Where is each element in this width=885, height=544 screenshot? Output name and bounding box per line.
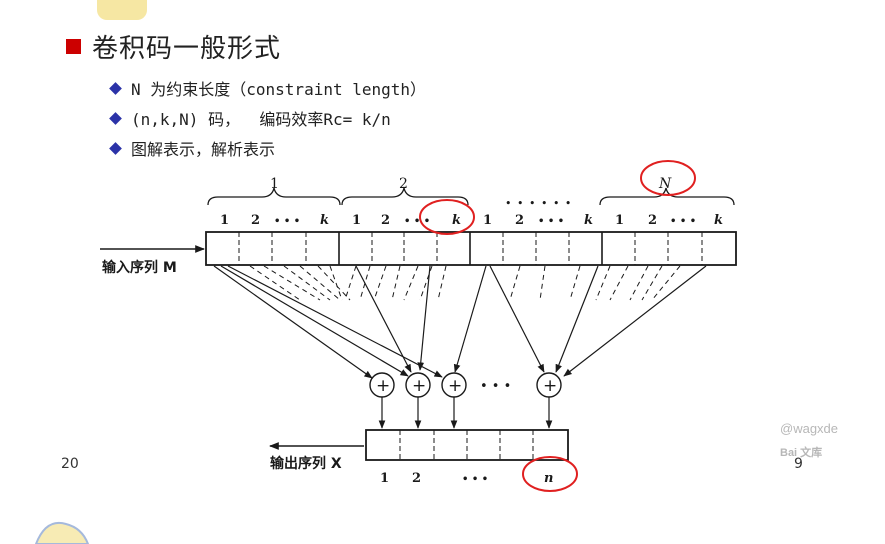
convolutional-encoder-diagram: 1 2 • • • • • • N 1 2 • • • k 1 2 • • • … — [100, 160, 737, 492]
footer-left-text: 20 — [61, 456, 79, 472]
brace-group-1 — [207, 187, 341, 206]
output-index-label: 2 — [412, 471, 421, 486]
highlight-circle-k — [419, 199, 475, 235]
cell-label: • • • — [670, 216, 696, 227]
bullet-text: N 为约束长度（constraint length） — [131, 80, 427, 99]
title-bullet-square — [66, 38, 81, 54]
cell-dividers — [238, 232, 703, 265]
cell-label: • • • — [404, 216, 430, 227]
group-label-n: N — [658, 176, 672, 192]
dashed-connections — [249, 265, 681, 301]
page-number: 9 — [794, 456, 803, 472]
output-cell-dividers — [399, 430, 534, 460]
bullet-list: N 为约束长度（constraint length） (n,k,N) 码， 编码… — [107, 73, 426, 163]
cell-label: 2 — [515, 213, 524, 228]
shift-register-frame — [205, 231, 737, 266]
output-register — [365, 429, 569, 461]
watermark-username: @wagxde — [780, 421, 839, 436]
cell-label: k — [320, 213, 329, 228]
adder: + — [369, 372, 395, 398]
cell-label: • • • — [538, 216, 564, 227]
group-label-ellipsis: • • • • • • — [505, 197, 572, 210]
output-label: 输出序列 X — [270, 455, 342, 472]
cell-label: 2 — [381, 213, 390, 228]
decorative-corner-shape — [97, 0, 147, 20]
group-label-2: 2 — [399, 176, 408, 192]
output-index-label: 1 — [380, 471, 389, 486]
title-row: 卷积码一般形式 — [66, 30, 282, 64]
cell-label: • • • — [274, 216, 300, 227]
adder-ellipsis: • • • — [480, 379, 511, 394]
output-index-label: n — [544, 471, 553, 486]
group-label-1: 1 — [270, 176, 279, 192]
adder-symbol: + — [448, 376, 462, 396]
cell-label: 1 — [220, 213, 229, 228]
adder: + — [405, 372, 431, 398]
group-braces — [207, 187, 735, 206]
brace-group-2 — [341, 187, 469, 206]
adder-input-arrows — [213, 265, 707, 379]
bullet-text: (n,k,N) 码， 编码效率Rc= k/n — [131, 110, 391, 129]
input-label: 输入序列 M — [102, 259, 177, 276]
highlight-circle-n — [640, 160, 696, 196]
watermark-brand-logo: Bai 文库 — [780, 447, 823, 459]
adder: + — [536, 372, 562, 398]
cell-label: k — [584, 213, 593, 228]
output-index-label: • • • — [462, 474, 488, 485]
cell-label: 1 — [615, 213, 624, 228]
cell-label: 1 — [352, 213, 361, 228]
bullet-text: 图解表示，解析表示 — [131, 140, 276, 159]
modulo-2-adders: + + + • • • + — [369, 372, 562, 398]
adder: + — [441, 372, 467, 398]
adder-output-lines — [378, 397, 553, 429]
cell-label: 2 — [648, 213, 657, 228]
highlight-circle-output-n — [522, 456, 578, 492]
brace-group-n — [599, 187, 735, 206]
adder-symbol: + — [543, 376, 557, 396]
adder-symbol: + — [412, 376, 426, 396]
adder-symbol: + — [376, 376, 390, 396]
highlight-circles — [419, 160, 696, 492]
cell-label: 2 — [251, 213, 260, 228]
cell-label: k — [452, 213, 461, 228]
decorative-corner-logo — [34, 522, 90, 544]
slide-title: 卷积码一般形式 — [92, 33, 282, 64]
bullet-item: 图解表示，解析表示 — [107, 133, 426, 163]
cell-label: k — [714, 213, 723, 228]
bullet-item: (n,k,N) 码， 编码效率Rc= k/n — [107, 103, 426, 133]
shift-register — [205, 231, 737, 266]
bullet-item: N 为约束长度（constraint length） — [107, 73, 426, 103]
cell-label: 1 — [483, 213, 492, 228]
